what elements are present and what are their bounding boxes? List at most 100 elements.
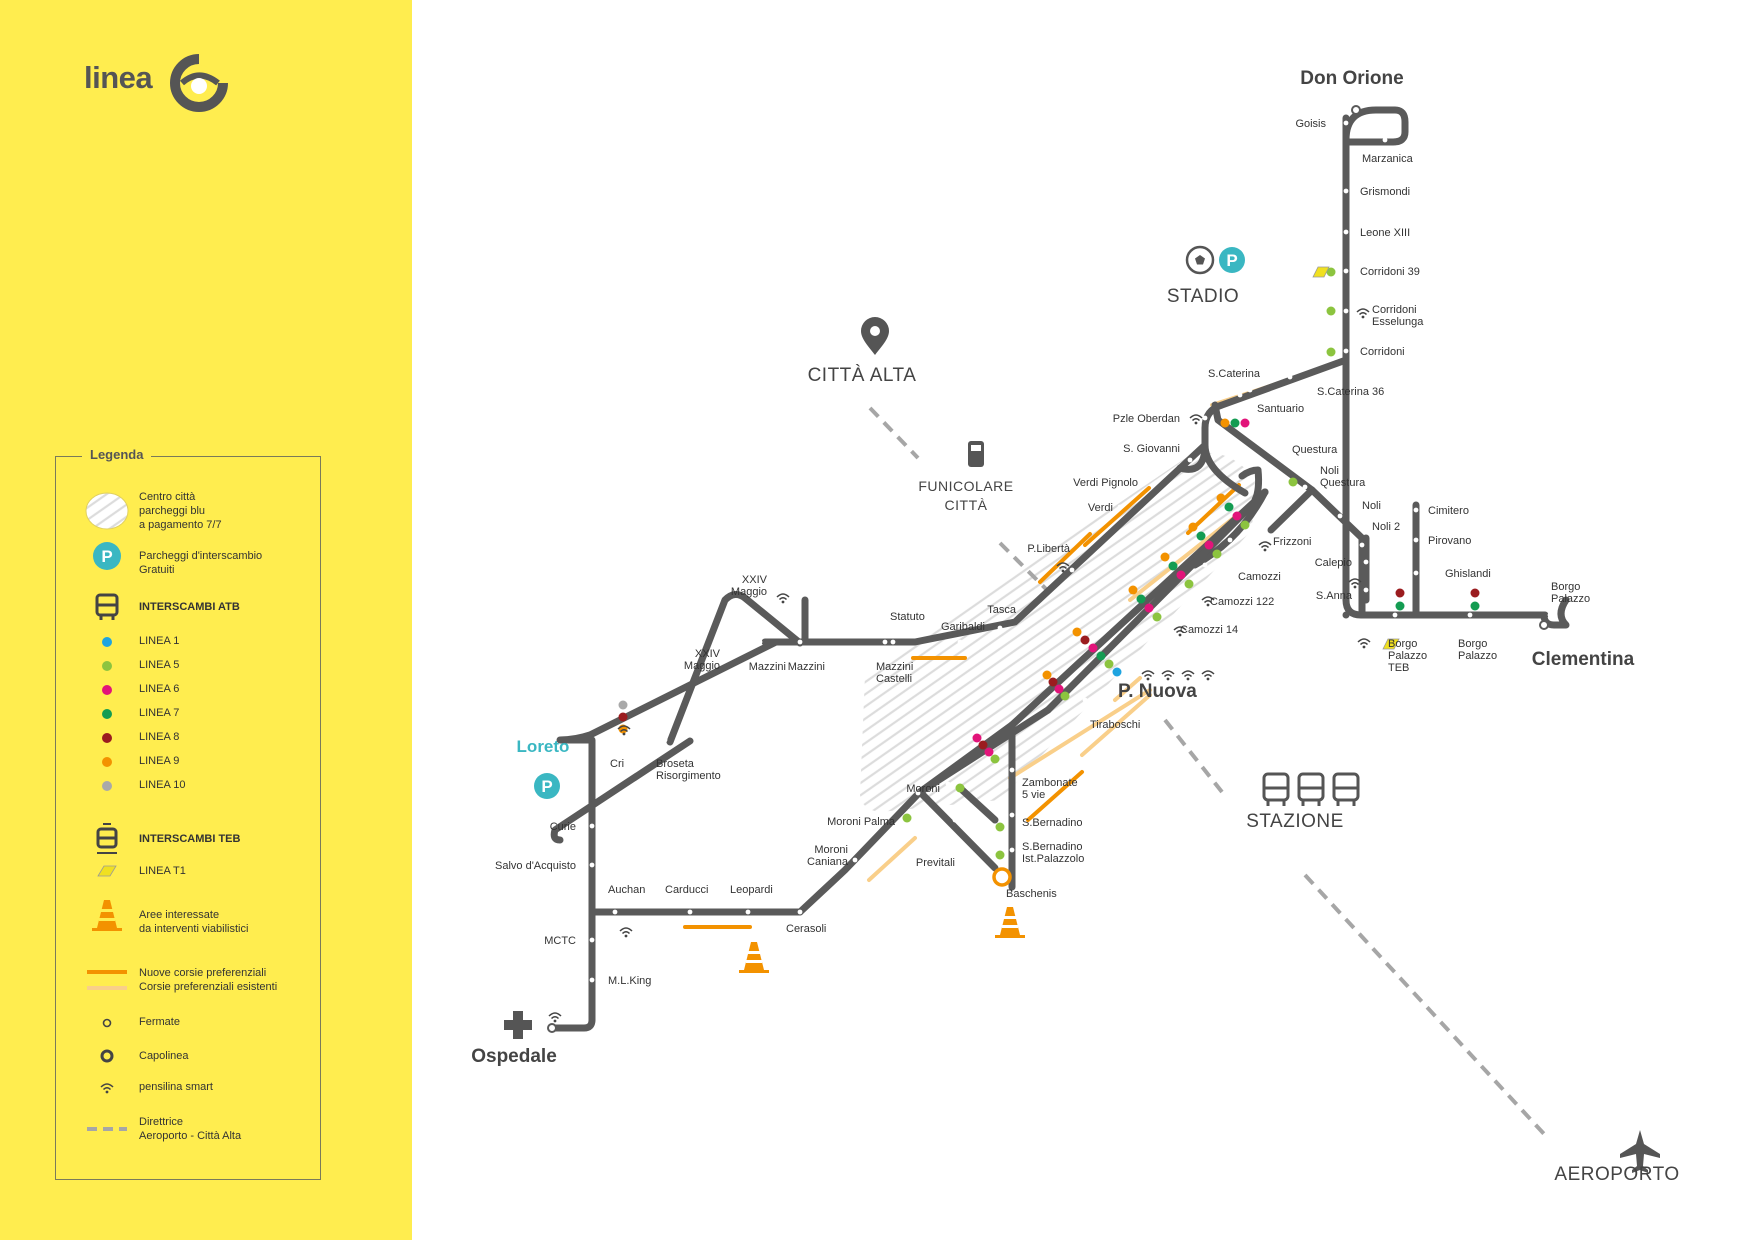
wifi-icon [1356, 308, 1370, 319]
label-line: Zambonate [1022, 777, 1078, 789]
terminal-don-orione: Don Orione [1300, 68, 1403, 89]
stop-label-mctc: MCTC [544, 935, 576, 947]
interchange-dot-l6 [984, 747, 994, 757]
parking-letter: P [541, 777, 552, 796]
stop-leone [1343, 229, 1349, 235]
label-line: Maggio [684, 660, 720, 672]
football-icon [1185, 245, 1215, 275]
label-line: S. Giovanni [1123, 443, 1180, 455]
stop-label-cerasoli: Cerasoli [786, 923, 826, 935]
interchange-dot-l7 [1230, 418, 1240, 428]
stop-marzanica [1382, 137, 1388, 143]
stop-moroni [945, 781, 951, 787]
stop-mazzini2 [797, 639, 803, 645]
label-line: P. Nuova [1118, 681, 1197, 702]
stop-label-carducci: Carducci [665, 884, 708, 896]
stop-label-camozzi122: Camozzi 122 [1210, 596, 1274, 608]
stop-label-goisis: Goisis [1295, 118, 1326, 130]
stop-label-statuto: Statuto [890, 611, 925, 623]
wifi-icon [1201, 596, 1215, 607]
stop-previtali [952, 817, 958, 823]
tram-icon [1297, 772, 1325, 806]
traffic-cone-icon [739, 942, 769, 973]
legend-box [55, 456, 321, 1180]
wifi-dot [622, 732, 626, 736]
label-line: Palazzo [1551, 593, 1590, 605]
route-segment-8 [1201, 356, 1350, 449]
interchange-dot-l7 [1224, 502, 1234, 512]
wifi-arc [1191, 418, 1201, 422]
wifi-icon [1173, 626, 1187, 637]
interchange-dot-l5 [1152, 612, 1162, 622]
wifi-dot [781, 600, 785, 604]
parking-stadio-icon: P [1219, 247, 1245, 273]
interchange-dot-l9 [1072, 627, 1082, 637]
stop-noli_questura [1302, 484, 1308, 490]
cone-body [744, 942, 764, 970]
stop-label-camozzi14: Camozzi 14 [1180, 624, 1238, 636]
stop-camozzi14 [1157, 625, 1163, 631]
stop-cri [615, 737, 621, 743]
funicular-window [971, 445, 981, 451]
stop-corridoni39 [1343, 268, 1349, 274]
label-line: Mazzini [749, 661, 786, 673]
label-line: XXIV [695, 648, 721, 660]
stop-borgo_teb [1392, 612, 1398, 618]
stop-label-mlking: M.L.King [608, 975, 651, 987]
stop-label-mazzini1: Mazzini [749, 661, 786, 673]
label-line: Questura [1320, 477, 1366, 489]
hospital-cross-icon [504, 1011, 532, 1039]
wifi-dot [1166, 677, 1170, 681]
wifi-arc [1357, 638, 1371, 643]
terminal-clementina: Clementina [1532, 649, 1635, 670]
route-segment-16 [548, 706, 1052, 1032]
poi-aeroporto: AEROPORTO [1554, 1164, 1679, 1185]
stop-label-santuario: Santuario [1257, 403, 1304, 415]
label-line: Caniana [807, 856, 849, 868]
interchange-dot-l7 [1395, 601, 1405, 611]
route-segment-1 [1342, 106, 1409, 146]
parking-circle [1219, 247, 1245, 273]
wifi-dot [1206, 603, 1210, 607]
tram-line-icon [1382, 638, 1400, 650]
cone-body [1000, 907, 1020, 935]
stop-label-moroni_palma: Moroni Palma [827, 816, 896, 828]
interchange-dot-l8 [1048, 677, 1058, 687]
label-line: Corridoni [1372, 304, 1417, 316]
wifi-arc [1201, 596, 1215, 601]
stop-label-sgiovanni: S. Giovanni [1123, 443, 1180, 455]
stop-label-marzanica: Marzanica [1362, 153, 1414, 165]
stop-label-verdi_pignolo: Verdi Pignolo [1073, 477, 1138, 489]
interchange-dot-l8 [618, 712, 628, 722]
terminal-loreto: Loreto [517, 737, 570, 756]
stop-leopardi [745, 909, 751, 915]
interchange-dot-l5 [902, 813, 912, 823]
wifi-arc [548, 1012, 562, 1017]
stop-label-garibaldi: Garibaldi [941, 621, 985, 633]
interchange-dot-l5 [1326, 347, 1336, 357]
interchange-dot-l6 [1176, 570, 1186, 580]
wifi-arc [550, 1016, 560, 1020]
route-segment-20 [556, 638, 780, 1024]
wifi-arc [1258, 541, 1272, 546]
interchange-dot-l5 [1326, 267, 1336, 277]
lane-icon [87, 966, 127, 997]
stop-garibaldi [957, 639, 963, 645]
wifi-icon [548, 1012, 562, 1023]
wifi-icon [1189, 414, 1203, 425]
stop-oberdan [1202, 415, 1208, 421]
train-icon [1332, 772, 1360, 806]
wifi-arc [1163, 674, 1173, 678]
route-segment-14 [1008, 488, 1269, 891]
wifi-dot [1362, 645, 1366, 649]
label-line: CITTÀ ALTA [808, 365, 917, 386]
stop-pirovano [1413, 537, 1419, 543]
stop-sanna [1363, 587, 1369, 593]
legend-item-direttrice: Direttrice Aeroporto - Città Alta [139, 1116, 242, 1142]
wifi-icon [99, 1081, 115, 1099]
stop-label-cimitero: Cimitero [1428, 505, 1469, 517]
terminal-ospedale: Ospedale [471, 1046, 557, 1067]
